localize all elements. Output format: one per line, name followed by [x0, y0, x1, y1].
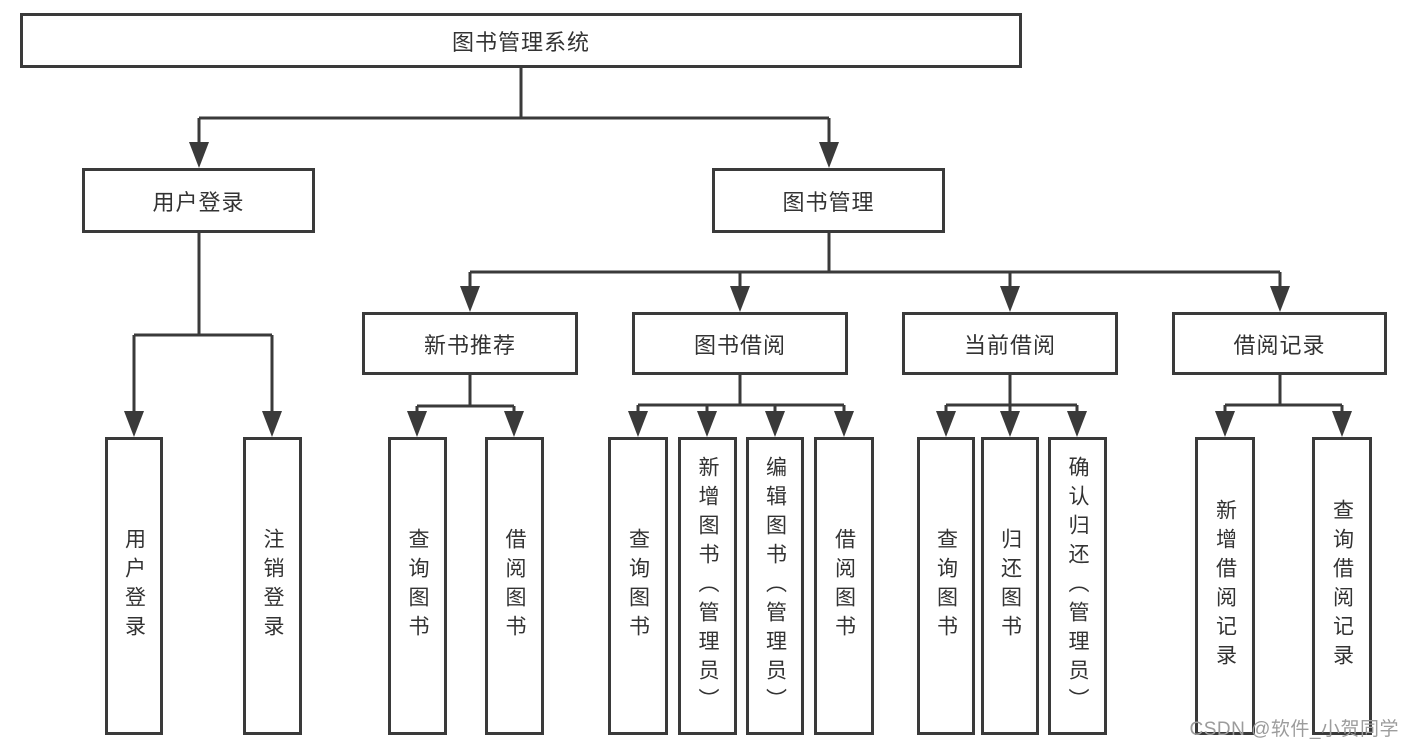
node-borrow-records-label: 借阅记录 — [1233, 332, 1326, 358]
node-leaf-query-borrow-record-label: 查询借阅记录 — [1330, 499, 1354, 673]
node-user-login-branch: 用户登录 — [82, 168, 315, 233]
node-leaf-add-book-admin-label: 新增图书（管理员） — [696, 455, 719, 717]
node-root: 图书管理系统 — [20, 13, 1022, 68]
node-leaf-add-borrow-record-label: 新增借阅记录 — [1213, 499, 1237, 673]
node-leaf-confirm-return-admin: 确认归还（管理员） — [1048, 437, 1107, 735]
node-leaf-query-books-1-label: 查询图书 — [406, 528, 429, 644]
watermark: CSDN @软件_小贺同学 — [1189, 719, 1399, 740]
node-leaf-logout-label: 注销登录 — [261, 528, 284, 644]
node-book-borrowing-label: 图书借阅 — [693, 332, 786, 358]
node-leaf-add-book-admin: 新增图书（管理员） — [678, 437, 737, 735]
node-new-book-recommend-label: 新书推荐 — [423, 332, 516, 358]
node-leaf-query-books-3: 查询图书 — [917, 437, 975, 735]
node-leaf-edit-book-admin: 编辑图书（管理员） — [746, 437, 804, 735]
node-current-borrowing: 当前借阅 — [902, 312, 1118, 375]
node-leaf-confirm-return-admin-label: 确认归还（管理员） — [1066, 455, 1089, 717]
node-leaf-query-borrow-record: 查询借阅记录 — [1312, 437, 1372, 735]
node-book-management: 图书管理 — [712, 168, 945, 233]
node-root-label: 图书管理系统 — [451, 29, 590, 55]
node-leaf-query-books-1: 查询图书 — [388, 437, 447, 735]
node-leaf-user-login: 用户登录 — [105, 437, 163, 735]
node-leaf-edit-book-admin-label: 编辑图书（管理员） — [763, 455, 787, 717]
node-leaf-add-borrow-record: 新增借阅记录 — [1195, 437, 1255, 735]
node-book-management-label: 图书管理 — [782, 189, 875, 215]
node-new-book-recommend: 新书推荐 — [362, 312, 578, 375]
node-leaf-query-books-3-label: 查询图书 — [934, 528, 958, 644]
node-book-borrowing: 图书借阅 — [632, 312, 848, 375]
node-leaf-borrow-books-1-label: 借阅图书 — [503, 528, 526, 644]
node-leaf-user-login-label: 用户登录 — [122, 528, 146, 644]
node-leaf-query-books-2: 查询图书 — [608, 437, 668, 735]
node-current-borrowing-label: 当前借阅 — [963, 332, 1056, 358]
node-leaf-borrow-books-1: 借阅图书 — [485, 437, 544, 735]
node-leaf-return-books-label: 归还图书 — [998, 528, 1022, 644]
node-leaf-return-books: 归还图书 — [981, 437, 1039, 735]
node-user-login-branch-label: 用户登录 — [152, 189, 245, 215]
node-borrow-records: 借阅记录 — [1172, 312, 1387, 375]
node-leaf-borrow-books-2-label: 借阅图书 — [832, 528, 856, 644]
node-leaf-logout: 注销登录 — [243, 437, 302, 735]
node-leaf-borrow-books-2: 借阅图书 — [814, 437, 874, 735]
node-leaf-query-books-2-label: 查询图书 — [626, 528, 650, 644]
